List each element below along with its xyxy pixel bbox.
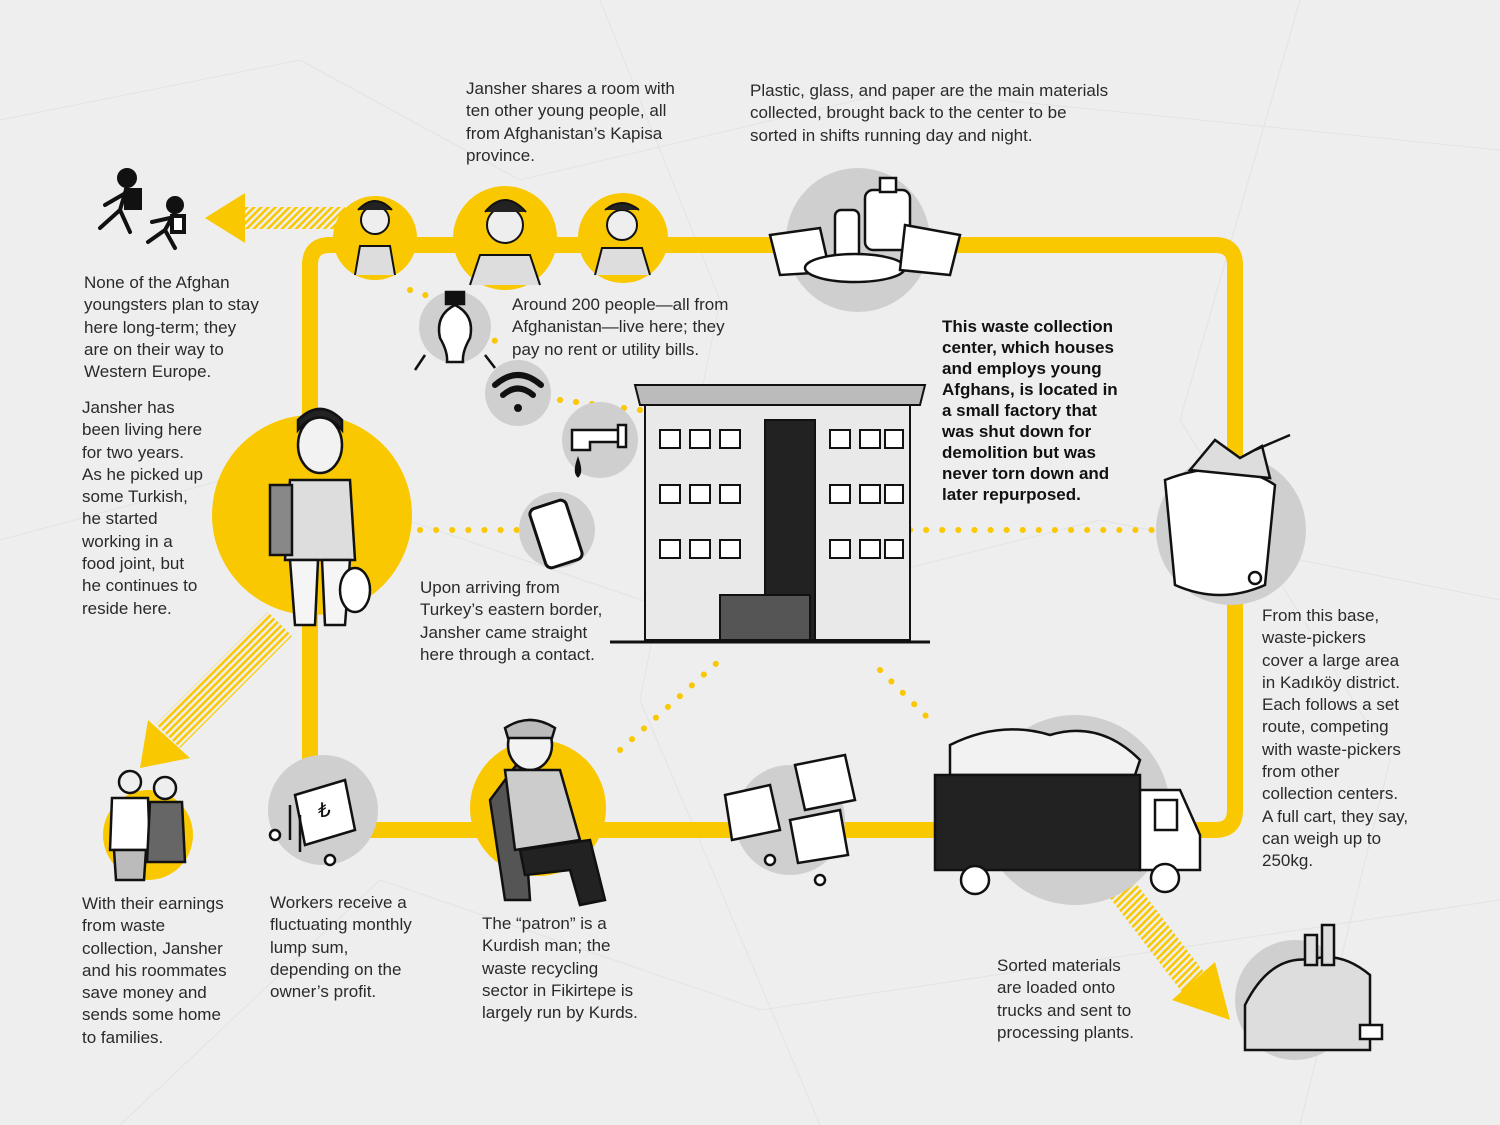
- caption-jansher: Jansher has been living here for two yea…: [82, 398, 203, 618]
- caption-earnings: With their earnings from waste collectio…: [82, 894, 227, 1047]
- patron-figure-icon: [488, 718, 607, 907]
- caption-materials: Plastic, glass, and paper are the main m…: [750, 81, 1109, 145]
- jansher-figure-icon: [268, 407, 372, 627]
- caption-moving-on: None of the Afghan youngsters plan to st…: [84, 273, 259, 382]
- lightbulb-icon: [413, 290, 496, 371]
- truck-icon: [933, 728, 1202, 896]
- water-tap-icon: [570, 423, 628, 478]
- dotted-connectors: [407, 287, 1163, 753]
- roommate-avatar-icon: [354, 199, 651, 286]
- smartphone-icon: [528, 498, 584, 570]
- caption-roommates: Jansher shares a room with ten other you…: [466, 79, 675, 165]
- processing-plant-icon: [1243, 923, 1384, 1052]
- caption-arrival: Upon arriving from Turkey’s eastern bord…: [420, 578, 603, 664]
- running-migrants-icon: [98, 168, 186, 250]
- wifi-icon: [492, 372, 544, 412]
- recyclables-icon: [768, 176, 962, 284]
- caption-wages: Workers receive a fluctuating monthly lu…: [270, 893, 412, 1002]
- shipment-arrow: [1100, 865, 1230, 1020]
- lira-stack-icon: ₺: [268, 778, 357, 867]
- exit-arrow: [205, 193, 345, 243]
- remittance-arrow: [140, 612, 292, 768]
- waste-cart-icon: [1163, 433, 1291, 597]
- caption-residents: Around 200 people—all from Afghanistan—l…: [512, 295, 729, 359]
- svg-text:₺: ₺: [318, 800, 331, 822]
- caption-center: This waste collection center, which hous…: [942, 317, 1118, 504]
- lira-stack-icon: [723, 753, 857, 887]
- caption-patron: The “patron” is a Kurdish man; the waste…: [482, 914, 638, 1023]
- caption-trucks: Sorted materials are loaded onto trucks …: [997, 956, 1135, 1042]
- roommate-circle-1: [333, 196, 417, 280]
- family-icon: [108, 769, 187, 882]
- caption-waste-pickers: From this base, waste-pickers cover a la…: [1262, 606, 1409, 871]
- building-icon: [610, 384, 930, 644]
- wifi-circle: [485, 360, 551, 426]
